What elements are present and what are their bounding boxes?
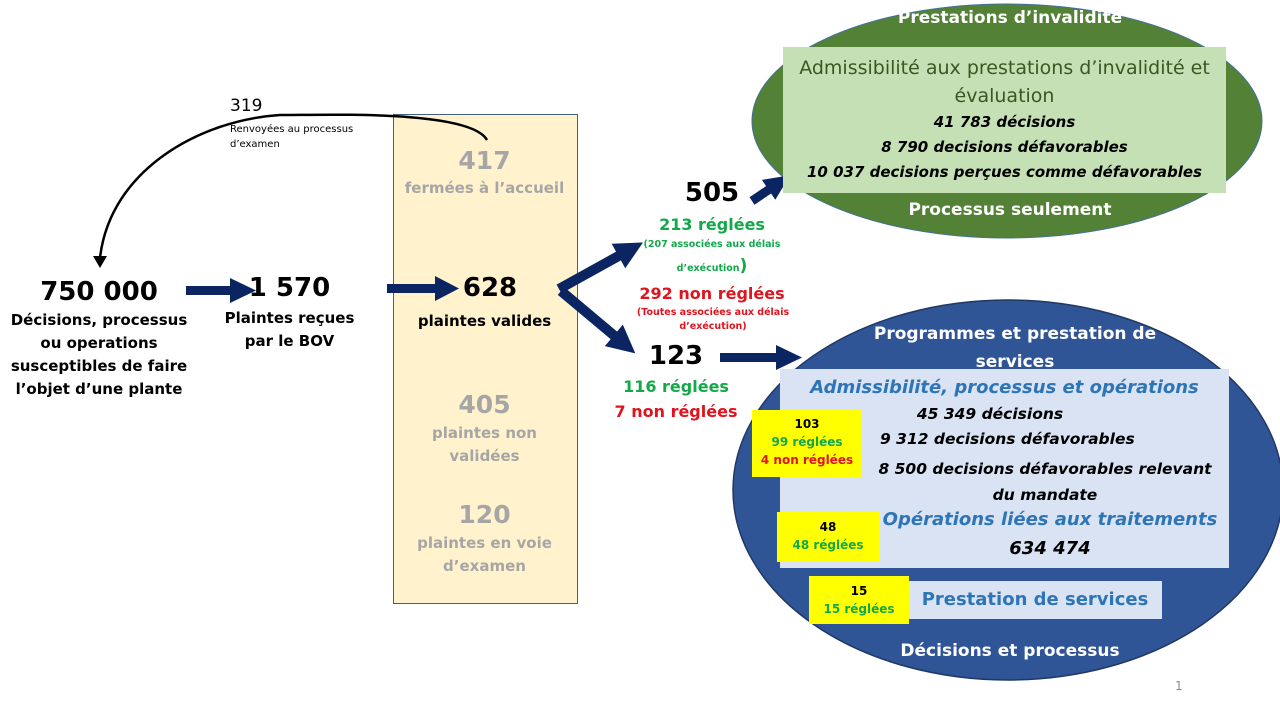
yellow-box-103-unsettled: 4 non réglées [760,453,854,467]
programs-section2-value: 634 474 [1009,538,1091,559]
invalid-value: 405 [458,390,511,419]
yellow-box-103: 103 99 réglées 4 non réglées [752,410,862,477]
yellow-box-48-total: 48 [819,520,837,534]
arrow-start-to-received [186,278,256,303]
arrow-123-to-programs-ellipse [720,345,802,370]
start-value: 750 000 [40,277,158,307]
programs-line-1: 45 349 décisions [916,405,1064,423]
closed-value: 417 [458,146,511,175]
disability-box: Admissibilité aux prestations d’invalidi… [783,47,1226,193]
branch-disability-unsettled-note: (Toutes associées aux délais d’exécution… [636,307,790,332]
arrow-received-to-valid [387,276,459,301]
valid-value: 628 [462,273,518,303]
programs-section3-title: Prestation de services [908,581,1162,619]
branch-disability: 505 [612,178,812,208]
branch-disability-settled-note-b: d’exécution [676,263,740,274]
disability-line-1: 41 783 décisions [933,113,1076,131]
valid-label-wrap: plaintes valides [393,310,576,333]
yellow-box-103-total: 103 [794,417,820,431]
intake-column [393,114,578,604]
programs-ellipse-title: Programmes et prestation de services [873,324,1157,372]
valid-node: 628 [440,273,540,303]
flow-arrows [186,175,802,370]
yellow-box-48-settled: 48 réglées [792,538,864,552]
branch-disability-settled-note-paren: ) [739,256,748,276]
received-label: Plaintes reçues par le BOV [224,309,355,350]
branch-disability-settled-note-b-wrap: d’exécution) [612,256,812,279]
yellow-box-103-settled: 99 réglées [771,435,843,449]
arrow-valid-to-programs [557,287,636,354]
yellow-box-15-total: 15 [850,584,868,598]
branch-disability-settled-note-a: (207 associées aux délais [643,239,781,250]
branch-disability-unsettled: 292 non réglées [639,284,785,303]
programs-line-2: 9 312 decisions défavorables [880,430,1135,448]
in-review-label: plaintes en voie d’examen [417,534,552,575]
invalid-label: plaintes non validées [432,424,537,465]
disability-box-title: Admissibilité aux prestations d’invalidi… [799,57,1210,107]
closed-label: fermées à l’accueil [404,179,565,197]
branch-programs-value: 123 [648,341,704,371]
branch-programs: 123 [626,341,726,371]
return-loop-arrow [98,113,489,259]
slide-number: 1 [1175,679,1183,693]
received-node: 1 570 Plaintes reçues par le BOV [222,273,357,353]
yellow-box-48: 48 48 réglées [777,512,879,562]
invalid-node: 405 plaintes non validées [393,390,576,468]
disability-line-2: 8 790 decisions défavorables [881,138,1128,156]
yellow-box-15-settled: 15 réglées [823,602,895,616]
received-value: 1 570 [248,273,331,303]
branch-programs-unsettled: 7 non réglées [614,402,738,421]
return-loop-arrowhead [93,256,107,268]
programs-line-3: 8 500 decisions défavorables relevant du… [878,460,1212,504]
disability-ellipse-title: Prestations d’invalidité [897,8,1123,28]
return-loop-label: Renvoyées au processus d’examen [230,124,354,150]
disability-ellipse-footer: Processus seulement [908,200,1112,220]
programs-section1-title: Admissibilité, processus et opérations [810,377,1199,398]
yellow-box-15: 15 15 réglées [809,576,909,624]
start-label: Décisions, processus ou operations susce… [10,311,188,398]
programs-ellipse-footer: Décisions et processus [900,641,1120,661]
valid-label: plaintes valides [417,312,552,330]
closed-node: 417 fermées à l’accueil [393,146,576,200]
in-review-value: 120 [458,500,511,529]
in-review-node: 120 plaintes en voie d’examen [393,500,576,578]
branch-disability-settled: 213 réglées [659,215,765,234]
branch-disability-value: 505 [684,178,740,208]
branch-programs-settled: 116 réglées [623,377,729,396]
start-node: 750 000 Décisions, processus ou operatio… [0,277,198,401]
return-loop-value: 319 [230,96,263,116]
arrow-valid-to-disability [556,242,643,294]
disability-line-3: 10 037 decisions perçues comme défavorab… [807,163,1202,181]
programs-section2-title: Opérations liées aux traitements [882,509,1218,530]
